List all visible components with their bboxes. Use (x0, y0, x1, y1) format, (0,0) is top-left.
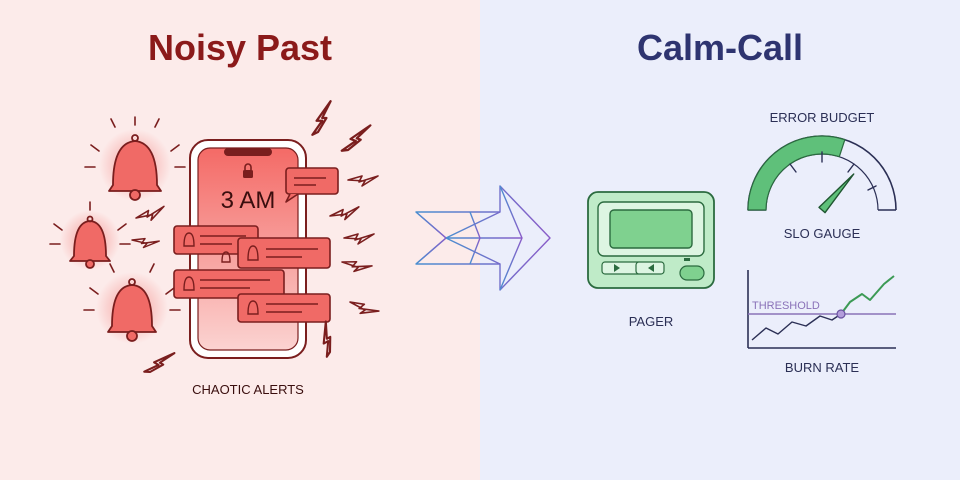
line-chart-icon (747, 270, 896, 349)
gauge-needle (818, 173, 855, 214)
notification-card (237, 293, 331, 323)
notification-card (173, 251, 285, 299)
threshold-label: THRESHOLD (752, 300, 820, 312)
notification-card (285, 167, 339, 203)
gauge-fill (747, 135, 846, 211)
gauge-title: ERROR BUDGET (770, 110, 875, 125)
right-panel-bg (480, 0, 960, 480)
lock-icon (243, 163, 253, 178)
left-caption: CHAOTIC ALERTS (192, 382, 304, 397)
bell-icon (84, 116, 186, 201)
burn-line-over (840, 275, 895, 315)
bell-icon (83, 263, 181, 344)
left-title: Noisy Past (148, 27, 332, 68)
notification-card (237, 237, 331, 269)
gauge-label: SLO GAUGE (784, 226, 861, 241)
threshold-cross-point (836, 309, 846, 319)
burn-line (751, 313, 842, 341)
pager-icon (587, 191, 715, 289)
right-title: Calm-Call (637, 27, 803, 68)
bell-icon (49, 201, 131, 270)
phone-time: 3 AM (221, 187, 276, 214)
pager-label: PAGER (629, 314, 674, 329)
burn-label: BURN RATE (785, 360, 859, 375)
gauge-icon (747, 135, 897, 214)
arrow-icon (415, 185, 551, 291)
